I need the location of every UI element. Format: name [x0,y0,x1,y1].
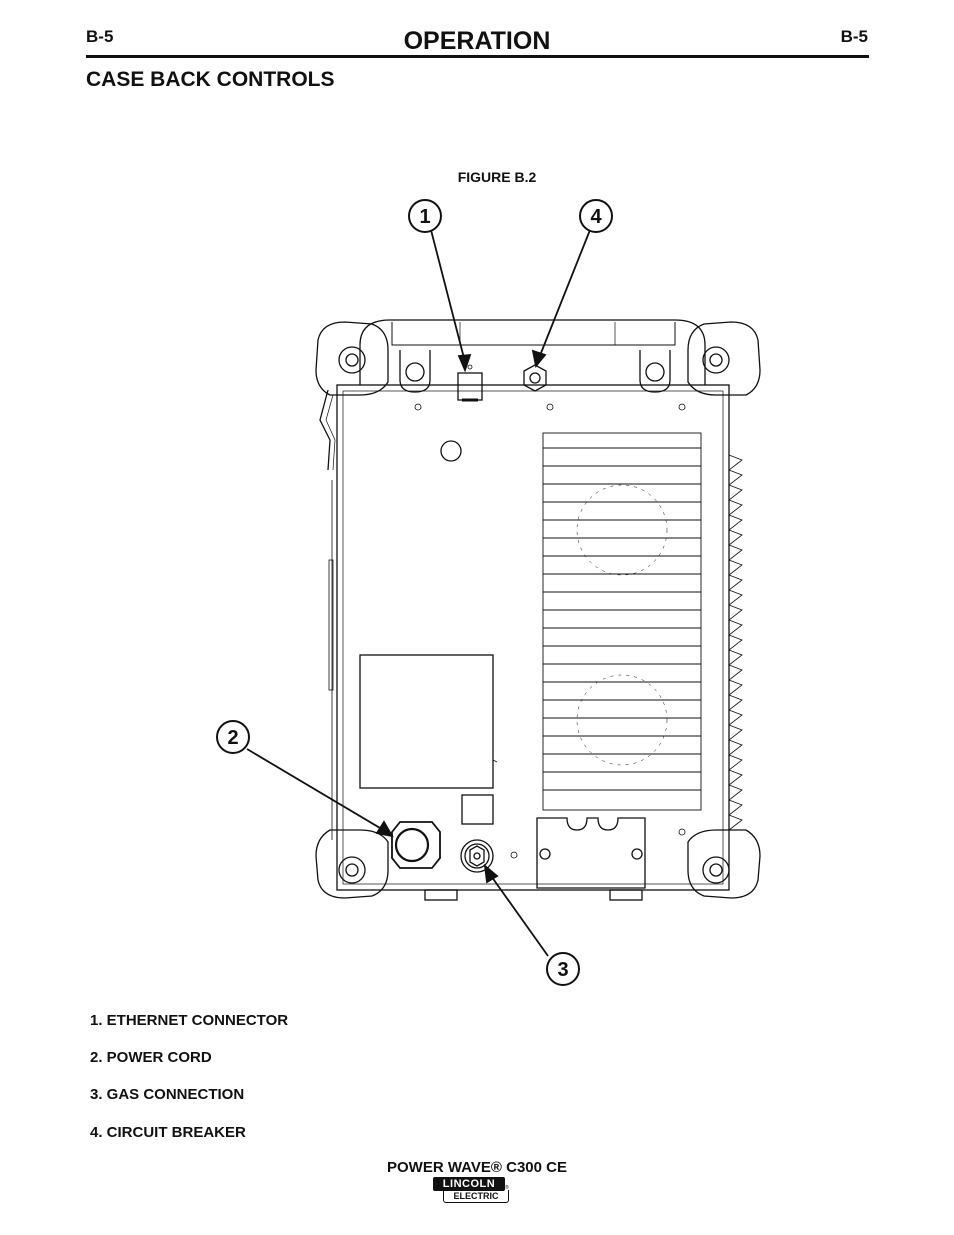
corner-bumper-bottom-left [315,829,389,899]
callout-3-number: 3 [557,959,568,981]
cabinet-body [336,384,730,891]
top-handle [359,319,706,385]
lower-plate [536,817,646,889]
logo-registered-mark: ® [505,1185,509,1191]
corner-bumper-top-right [687,321,761,396]
louver-vent [542,432,702,811]
page-number-right: B-5 [840,27,868,46]
leader-line-3 [488,872,549,957]
cabinet-inner-edge [342,390,724,885]
callout-4-number: 4 [590,206,602,228]
section-title: CASE BACK CONTROLS [86,68,335,91]
legend-item-gas: 3. GAS CONNECTION [90,1086,245,1103]
ethernet-connector [457,372,483,401]
legend-item-ethernet: 1. ETHERNET CONNECTOR [90,1012,289,1029]
power-cord-grommet [391,821,441,869]
header-rule [86,55,869,58]
callout-4-circle [579,199,613,233]
legend-item-breaker: 4. CIRCUIT BREAKER [90,1124,246,1141]
callout-1-circle [408,199,442,233]
leader-line-1 [430,229,466,363]
plug-hole [440,440,462,462]
lincoln-electric-logo: LINCOLN ELECTRIC ® [433,1177,511,1205]
gas-connection [460,839,494,873]
callout-3-circle [546,952,580,986]
leader-line-2 [246,748,386,832]
circuit-breaker [523,364,547,392]
access-plate [461,794,494,825]
page-number-left: B-5 [86,27,114,46]
page-title: OPERATION [403,27,551,55]
callout-1-number: 1 [419,206,430,228]
logo-top-text: LINCOLN [433,1177,505,1191]
corner-bumper-top-left [315,321,389,396]
callout-2-number: 2 [227,727,238,749]
side-latch [319,389,331,471]
legend-item-power-cord: 2. POWER CORD [90,1049,212,1066]
logo-bottom-text: ELECTRIC [443,1190,509,1203]
footer-model-name: POWER WAVE® C300 CE [387,1159,567,1176]
corner-bumper-bottom-right [687,829,761,899]
leader-line-4 [538,229,591,359]
label-plate [359,654,494,789]
callout-2-circle [216,720,250,754]
figure-label: FIGURE B.2 [457,169,537,185]
side-fins [728,454,743,831]
